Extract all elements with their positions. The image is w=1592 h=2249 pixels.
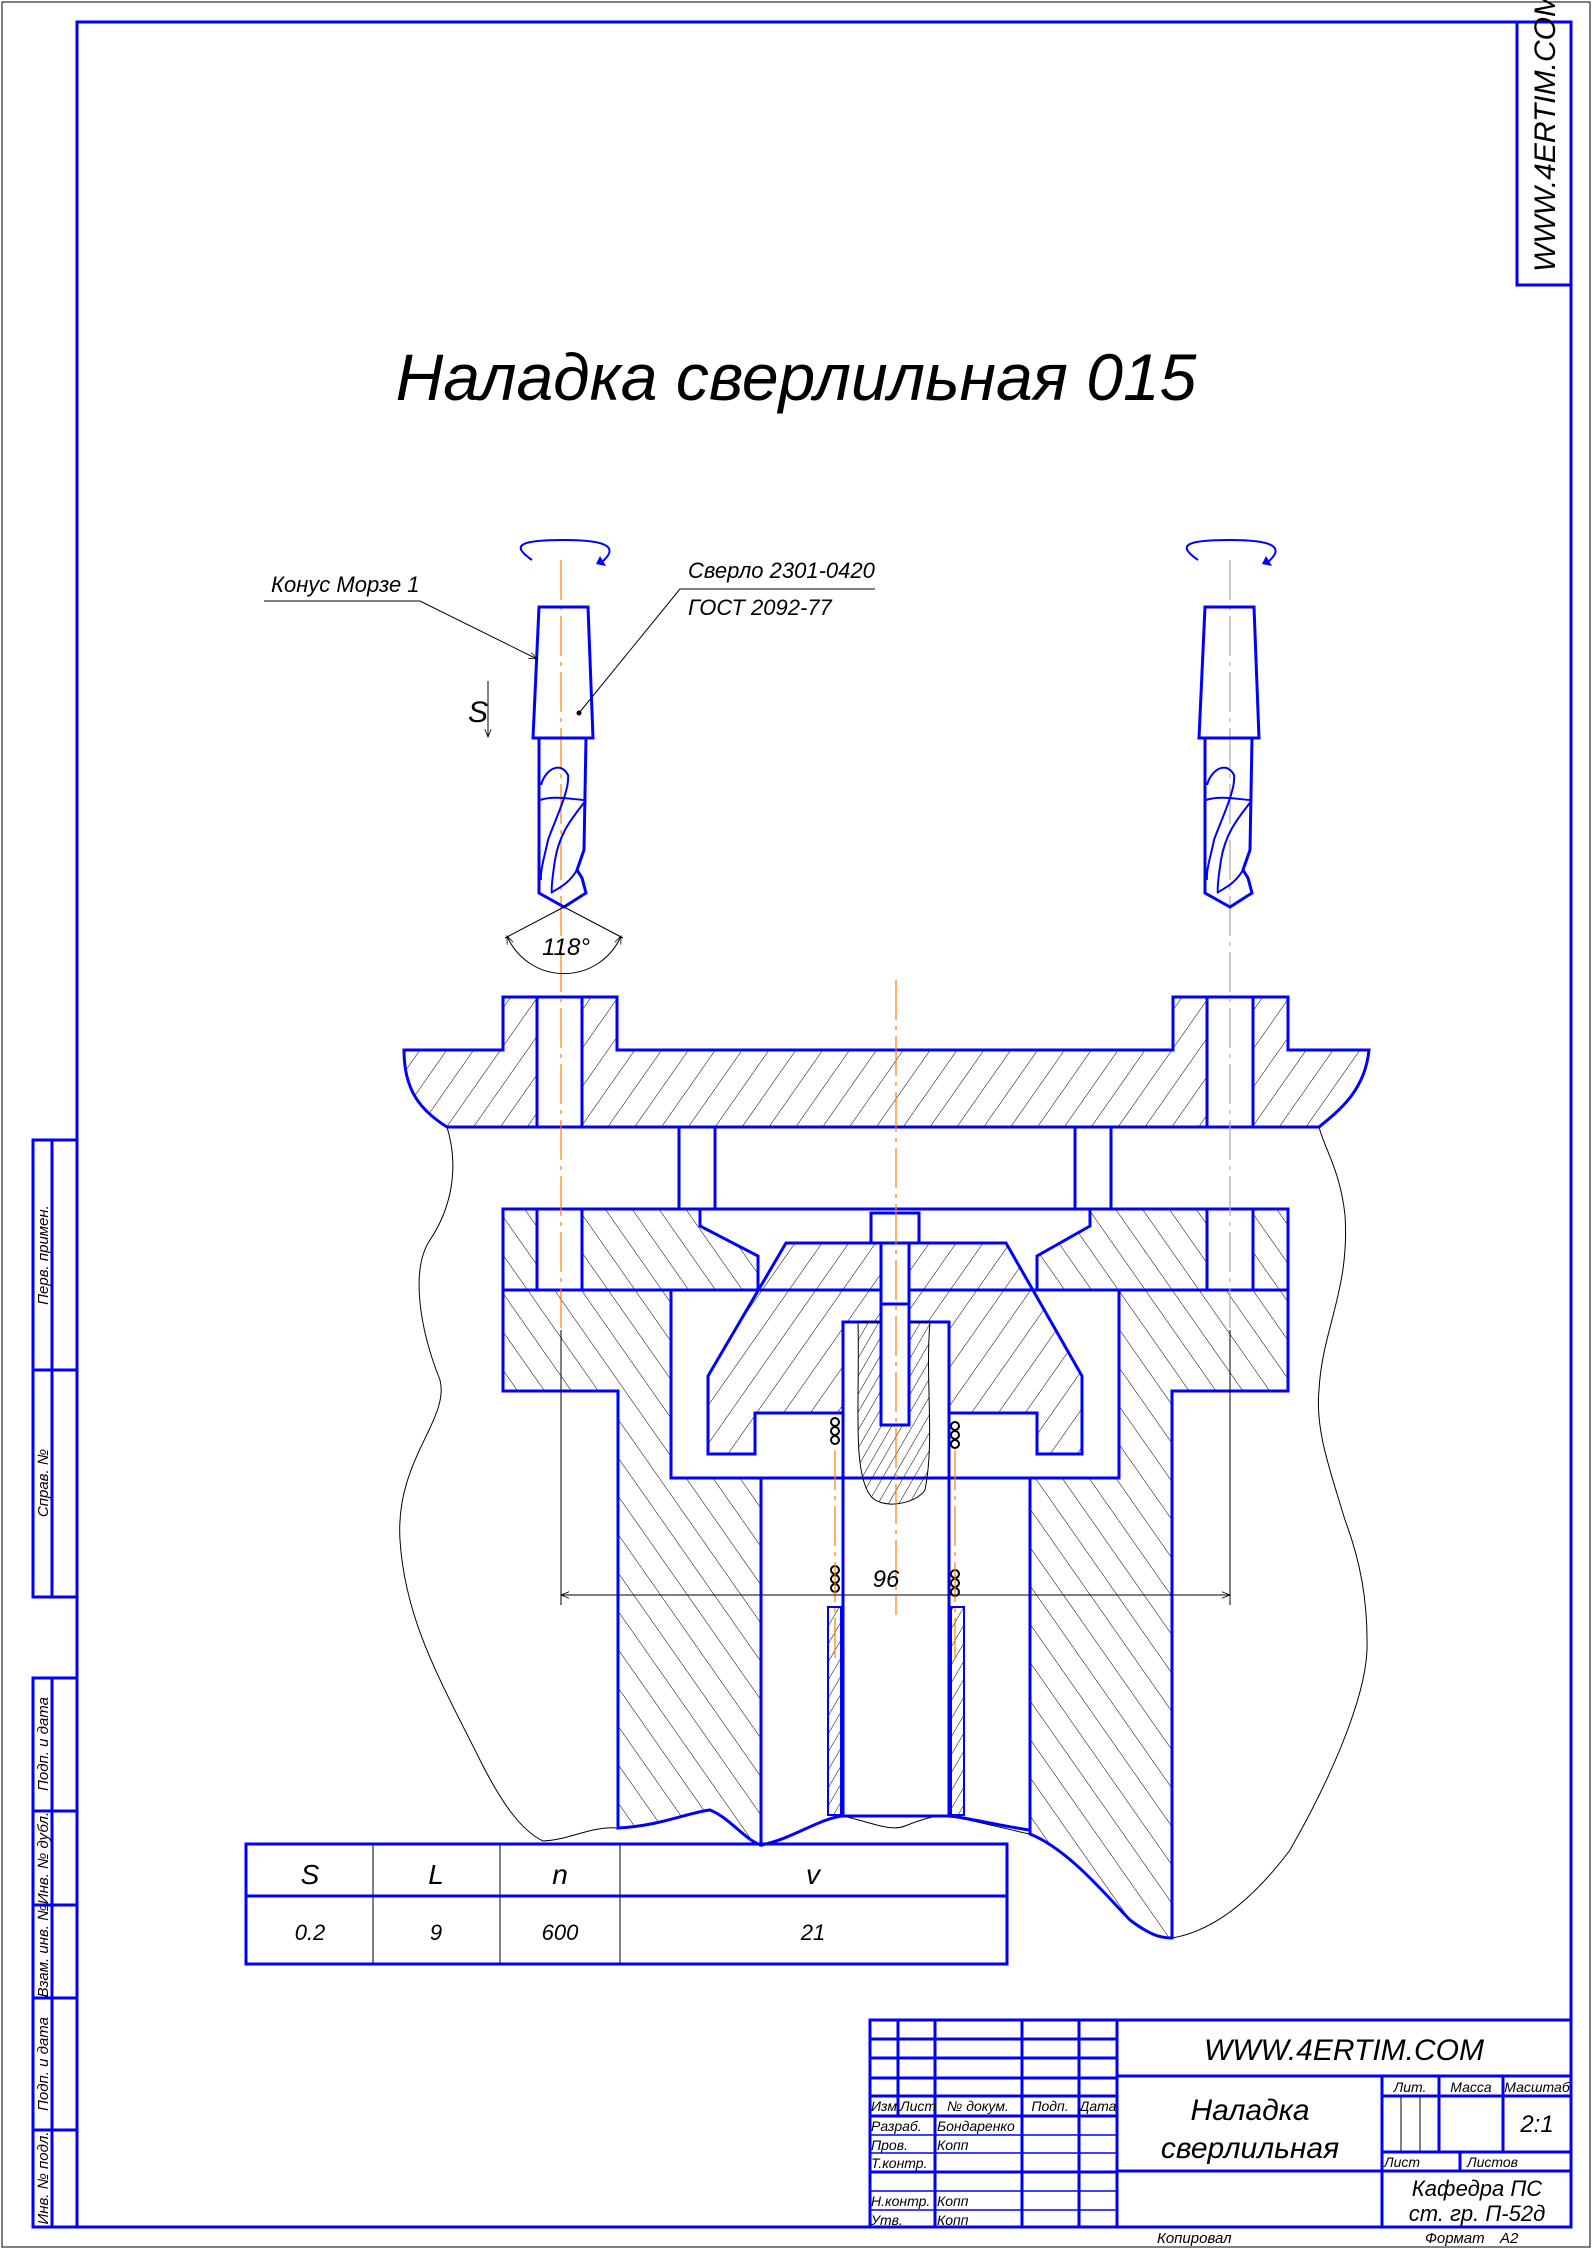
liner-left — [827, 1606, 842, 1816]
cutting-data-table: S L n v 0.2 9 600 21 — [244, 1842, 1009, 1966]
top-plate — [402, 995, 1371, 1129]
header-date: Дата — [1078, 2098, 1117, 2114]
point-angle-label: 118° — [542, 934, 590, 961]
table-value-l: 9 — [430, 1920, 442, 1945]
role-name: Копп — [937, 2137, 969, 2153]
fixture-section — [399, 560, 1371, 1940]
mass-label: Масса — [1450, 2079, 1492, 2095]
annotations: Конус Морзе 1 Сверло 2301-0420 ГОСТ 2092… — [264, 558, 1232, 1605]
header-izm: Изм. — [871, 2098, 901, 2114]
header-sign: Подп. — [1031, 2098, 1068, 2114]
role-name: Копп — [937, 2212, 969, 2228]
liner-right — [950, 1606, 965, 1816]
scale-value: 2:1 — [1519, 2111, 1553, 2138]
bolt-shank — [879, 1241, 911, 1427]
side-stamp-label: Взам. инв. № — [35, 1905, 52, 1998]
corner-watermark-text: WWW.4ERTIM.COM — [1529, 0, 1562, 272]
table-header-s: S — [301, 1859, 320, 1890]
drill-right — [1185, 538, 1278, 909]
dimension-value: 96 — [873, 1566, 900, 1593]
table-value-n: 600 — [542, 1920, 579, 1945]
break-line — [399, 1049, 1370, 1939]
role-label: Н.контр. — [871, 2193, 930, 2209]
side-stamp-label: Подп. и дата — [35, 2017, 52, 2111]
header-list: Лист — [899, 2098, 936, 2114]
table-header-v: v — [806, 1859, 822, 1890]
side-stamp-label: Инв. № подл. — [35, 2131, 52, 2224]
title-block-site: WWW.4ERTIM.COM — [1204, 2034, 1484, 2067]
table-value-v: 21 — [800, 1920, 825, 1945]
morse-taper — [531, 605, 595, 740]
side-stamp: Перв. примен. Справ. № Подп. и дата Инв.… — [31, 1138, 79, 2229]
morse-taper-label: Конус Морзе 1 — [271, 572, 420, 597]
scale-label: Масштаб — [1504, 2079, 1571, 2095]
drill-left — [519, 538, 611, 909]
table-value-s: 0.2 — [295, 1920, 326, 1945]
role-label: Утв. — [870, 2212, 903, 2228]
role-label: Разраб. — [871, 2118, 922, 2134]
role-label: Пров. — [871, 2137, 908, 2153]
drill-standard-label: ГОСТ 2092-77 — [688, 595, 833, 620]
side-stamp-label: Перв. примен. — [35, 1205, 52, 1305]
role-name: Копп — [937, 2193, 969, 2209]
rotation-arrow-icon — [519, 538, 611, 563]
drill-body — [537, 737, 588, 909]
org-line2: ст. гр. П-52д — [1409, 2201, 1546, 2226]
corner-watermark-stamp: WWW.4ERTIM.COM — [1515, 0, 1573, 287]
table-header-n: n — [552, 1859, 568, 1890]
format-value: А2 — [1499, 2230, 1519, 2247]
side-stamp-label: Справ. № — [35, 1449, 52, 1517]
feed-symbol: S — [468, 696, 488, 729]
format-label: Формат — [1425, 2230, 1485, 2247]
lit-label: Лит. — [1393, 2079, 1427, 2095]
drawing-name-line1: Наладка — [1190, 2094, 1309, 2127]
bushing-hole-left-top — [535, 995, 584, 1129]
role-name: Бондаренко — [937, 2118, 1015, 2134]
side-stamp-label: Подп. и дата — [35, 1697, 52, 1791]
copied-label: Копировал — [1157, 2230, 1232, 2247]
inner-frame — [75, 20, 1573, 2229]
sheet-label: Лист — [1383, 2154, 1420, 2170]
bolt-head — [869, 1211, 921, 1245]
org-line1: Кафедра ПС — [1412, 2176, 1543, 2201]
column-left — [677, 1125, 717, 1211]
table-header-l: L — [428, 1859, 444, 1890]
page-title: Наладка сверлильная 015 — [396, 340, 1197, 414]
header-doc: № докум. — [947, 2098, 1009, 2114]
role-label: Т.контр. — [871, 2155, 927, 2171]
title-block: Изм. Лист № докум. Подп. Дата Разраб. Бо… — [868, 2018, 1573, 2247]
side-stamp-label: Инв. № дубл. — [35, 1812, 52, 1904]
drawing-name-line2: сверлильная — [1161, 2132, 1339, 2165]
drill-spec-label: Сверло 2301-0420 — [688, 558, 876, 583]
bushing-hole-left-mid — [535, 1207, 584, 1292]
sheets-label: Листов — [1466, 2154, 1518, 2170]
column-right — [1073, 1125, 1113, 1211]
angle-arc — [506, 935, 622, 975]
